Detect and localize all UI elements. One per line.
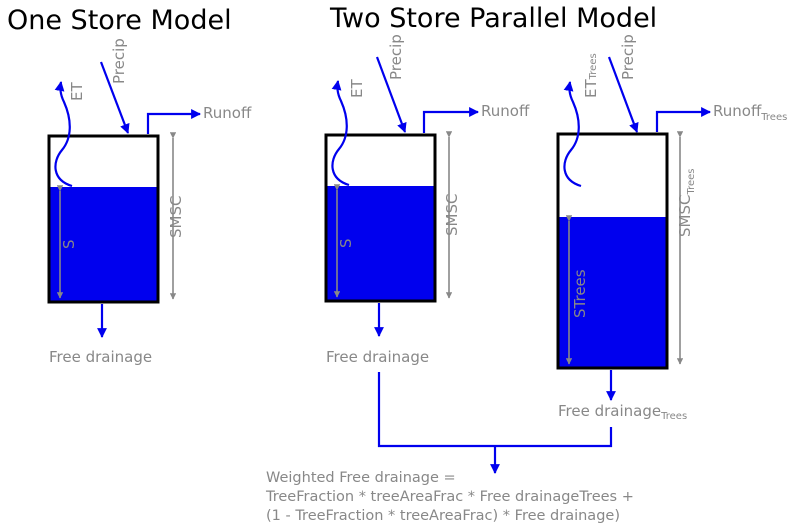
formula-line-3: (1 - TreeFraction * treeAreaFrac) * Free… [266,508,620,524]
trees-runoff-arrow [655,107,711,132]
trees-store-water [558,217,667,368]
grass-runoff-arrow [422,107,479,133]
trees-runoff-label: RunoffTrees [713,102,787,123]
one-store-storage-label: S [60,239,78,249]
one-store-drainage-label: Free drainage [49,348,152,366]
trees-storage-label: STrees [571,269,589,318]
one-store-runoff-arrow [146,109,201,134]
one-store-runoff-label: Runoff [203,104,252,122]
one-store-et-label: ET [68,82,86,101]
one-store-precip-arrow [99,61,130,134]
trees-store-tank [556,132,669,370]
grass-store-water [326,186,435,301]
trees-drainage-label: Free drainageTrees [558,402,687,422]
grass-et-arrow [331,80,350,187]
one-store-precip-label: Precip [110,38,128,84]
one-store-smsc-label: SMSC [167,196,185,238]
two-store-title: Two Store Parallel Model [329,3,657,34]
one-store-tank [47,134,160,304]
grass-storage-label: S [337,238,355,248]
grass-smsc-label: SMSC [443,194,461,236]
grass-et-label: ET [348,79,366,98]
grass-precip-arrow [375,56,407,133]
trees-et-arrow [563,81,582,188]
two-store-trees-model: ETTrees Precip RunoffTrees SMSCTrees STr… [556,34,787,422]
formula-line-1: Weighted Free drainage = [266,470,456,486]
trees-precip-label: Precip [619,34,637,80]
grass-store-tank [324,133,437,303]
one-store-water [49,187,158,302]
grass-runoff-label: Runoff [481,102,530,120]
trees-smsc-label: SMSCTrees [676,168,697,237]
trees-et-label: ETTrees [582,53,600,98]
two-store-grass-model: ET Precip Runoff SMSC S Free drainage [324,34,530,366]
grass-drainage-label: Free drainage [326,348,429,366]
grass-precip-label: Precip [387,34,405,80]
one-store-title: One Store Model [7,5,232,36]
trees-precip-arrow [607,56,639,133]
one-store-model: ET Precip Runoff SMSC S Free drainage [47,38,252,366]
one-store-et-arrow [54,81,73,188]
formula-line-2: TreeFraction * treeAreaFrac * Free drain… [265,489,634,505]
